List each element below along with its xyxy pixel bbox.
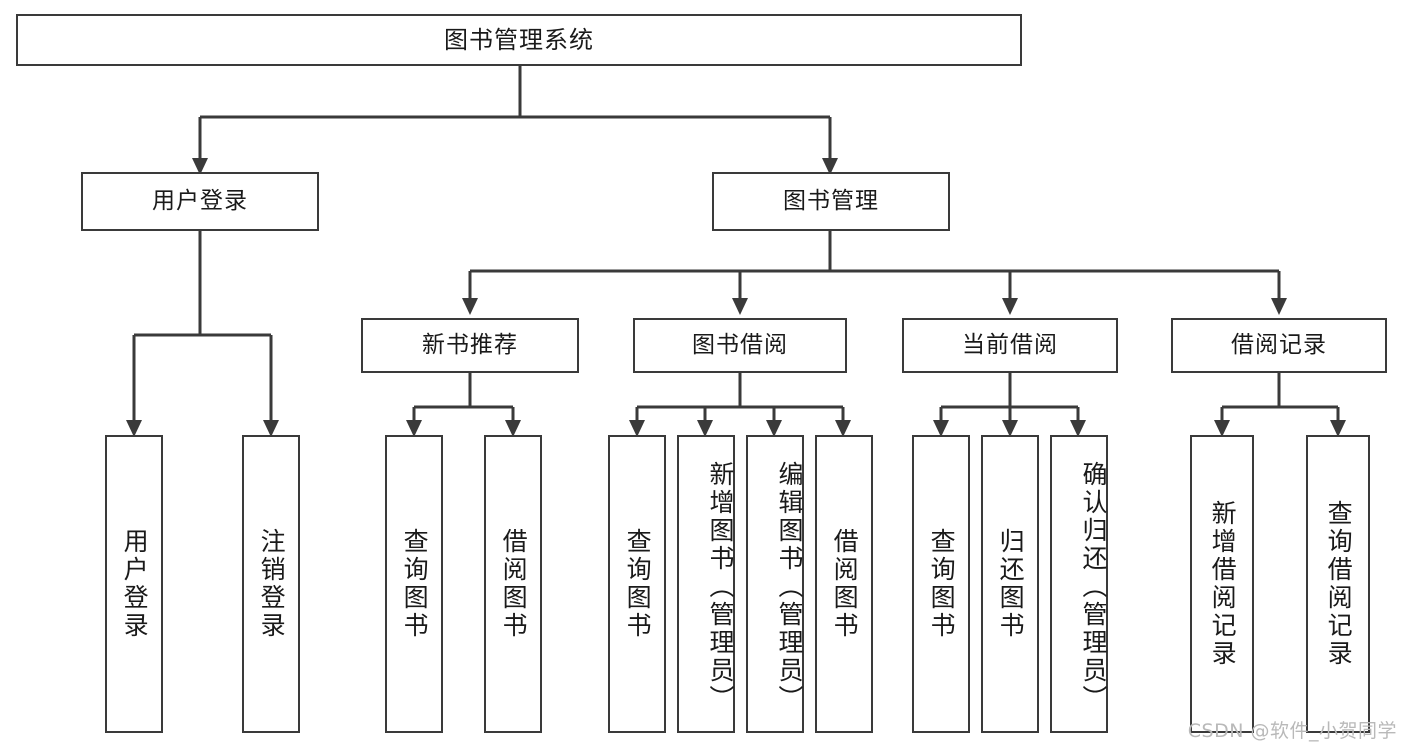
node-leaf-query-record[interactable]: 查询借阅记录 — [1306, 435, 1370, 733]
node-leaf-user-login-label: 用户登录 — [120, 528, 150, 640]
node-leaf-user-login[interactable]: 用户登录 — [105, 435, 163, 733]
node-leaf-add-record-label: 新增借阅记录 — [1208, 500, 1238, 668]
node-leaf-add-book-label: 新增图书（管理员） — [706, 461, 735, 713]
node-leaf-edit-book-label: 编辑图书（管理员） — [775, 461, 804, 713]
node-borrow-record-label: 借阅记录 — [1231, 331, 1327, 358]
node-current-borrow-label: 当前借阅 — [962, 331, 1058, 358]
node-leaf-query-book-2-label: 查询图书 — [623, 528, 653, 640]
node-user-login[interactable]: 用户登录 — [81, 172, 319, 231]
node-new-book-recommend[interactable]: 新书推荐 — [361, 318, 579, 373]
node-current-borrow[interactable]: 当前借阅 — [902, 318, 1118, 373]
node-book-manage-label: 图书管理 — [783, 187, 879, 214]
node-leaf-logout-login[interactable]: 注销登录 — [242, 435, 300, 733]
node-leaf-return-book[interactable]: 归还图书 — [981, 435, 1039, 733]
node-leaf-add-record[interactable]: 新增借阅记录 — [1190, 435, 1254, 733]
node-new-book-recommend-label: 新书推荐 — [422, 331, 518, 358]
node-leaf-query-book-1[interactable]: 查询图书 — [385, 435, 443, 733]
csdn-watermark: CSDN @软件_小贺同学 — [1187, 720, 1397, 742]
node-book-borrow-label: 图书借阅 — [692, 331, 788, 358]
node-leaf-borrow-book-2-label: 借阅图书 — [830, 528, 860, 640]
node-leaf-borrow-book-1[interactable]: 借阅图书 — [484, 435, 542, 733]
node-leaf-query-book-3[interactable]: 查询图书 — [912, 435, 970, 733]
node-leaf-confirm-return[interactable]: 确认归还（管理员） — [1050, 435, 1108, 733]
node-leaf-borrow-book-1-label: 借阅图书 — [499, 528, 529, 640]
node-leaf-return-book-label: 归还图书 — [996, 528, 1026, 640]
node-leaf-add-book[interactable]: 新增图书（管理员） — [677, 435, 735, 733]
node-user-login-label: 用户登录 — [152, 187, 248, 214]
node-leaf-query-book-2[interactable]: 查询图书 — [608, 435, 666, 733]
node-borrow-record[interactable]: 借阅记录 — [1171, 318, 1387, 373]
node-leaf-edit-book[interactable]: 编辑图书（管理员） — [746, 435, 804, 733]
node-leaf-query-book-3-label: 查询图书 — [927, 528, 957, 640]
node-root[interactable]: 图书管理系统 — [16, 14, 1022, 66]
node-leaf-query-book-1-label: 查询图书 — [400, 528, 430, 640]
node-leaf-borrow-book-2[interactable]: 借阅图书 — [815, 435, 873, 733]
node-leaf-confirm-return-label: 确认归还（管理员） — [1079, 461, 1108, 713]
node-book-manage[interactable]: 图书管理 — [712, 172, 950, 231]
node-root-label: 图书管理系统 — [444, 25, 594, 54]
node-book-borrow[interactable]: 图书借阅 — [633, 318, 847, 373]
node-leaf-logout-login-label: 注销登录 — [257, 528, 287, 640]
node-leaf-query-record-label: 查询借阅记录 — [1324, 500, 1354, 668]
